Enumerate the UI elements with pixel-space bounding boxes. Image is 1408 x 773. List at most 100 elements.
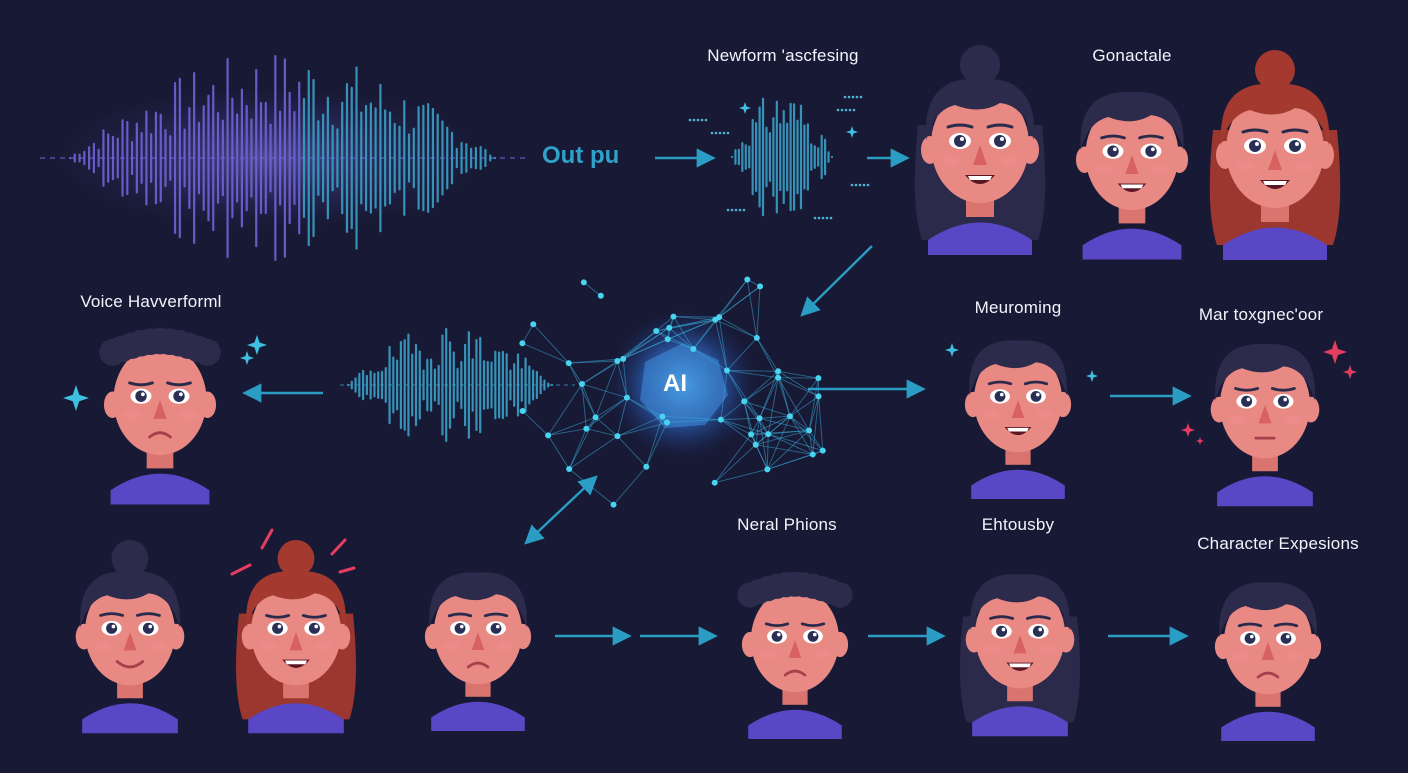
pupil bbox=[1289, 140, 1301, 152]
network-link bbox=[767, 454, 812, 469]
sparkle-star bbox=[63, 385, 89, 411]
network-node bbox=[519, 340, 525, 346]
data-dot bbox=[719, 132, 722, 135]
pupil bbox=[455, 623, 466, 634]
network-node bbox=[659, 413, 665, 419]
face-voice bbox=[99, 328, 221, 505]
data-dot bbox=[863, 184, 866, 187]
data-dot bbox=[856, 96, 859, 99]
eye-shine bbox=[777, 633, 781, 637]
teeth bbox=[968, 176, 992, 180]
teeth bbox=[1121, 184, 1144, 188]
blush-left bbox=[443, 642, 459, 651]
data-dot bbox=[845, 109, 848, 112]
pupil bbox=[143, 623, 154, 634]
network-node bbox=[757, 283, 763, 289]
pupil bbox=[1107, 146, 1118, 157]
hair-bun bbox=[112, 540, 149, 577]
blush-right bbox=[1039, 645, 1056, 654]
data-dot bbox=[723, 132, 726, 135]
eye-shine bbox=[1247, 398, 1251, 402]
eye-shine bbox=[1036, 393, 1040, 397]
alert-stroke bbox=[262, 530, 272, 548]
teeth bbox=[1263, 181, 1287, 185]
alert-stroke bbox=[340, 568, 354, 572]
eye-shine bbox=[496, 625, 500, 629]
neral-phions-label: Neral Phions bbox=[737, 515, 837, 535]
sparkle-star bbox=[1181, 423, 1195, 437]
sparkle-star bbox=[240, 351, 254, 365]
alert-stroke bbox=[232, 565, 250, 574]
data-dot bbox=[735, 209, 738, 212]
network-node bbox=[820, 448, 826, 454]
network-link bbox=[715, 469, 768, 482]
network-link bbox=[548, 384, 582, 435]
blush-left bbox=[1229, 415, 1246, 424]
blush-left bbox=[941, 156, 959, 166]
data-dot-fragments bbox=[689, 96, 870, 220]
eye-shine bbox=[460, 625, 464, 629]
network-link bbox=[809, 430, 823, 450]
data-dot bbox=[830, 217, 833, 220]
network-node bbox=[712, 480, 718, 486]
eye-shine bbox=[1000, 393, 1004, 397]
data-dot bbox=[689, 119, 692, 122]
network-node bbox=[670, 314, 676, 320]
network-node bbox=[666, 325, 672, 331]
network-node bbox=[598, 293, 604, 299]
network-node bbox=[775, 368, 781, 374]
network-node bbox=[593, 414, 599, 420]
network-link bbox=[790, 378, 818, 416]
network-node bbox=[806, 427, 812, 433]
data-dot bbox=[818, 217, 821, 220]
blush-right bbox=[1037, 410, 1053, 419]
data-dot bbox=[848, 96, 851, 99]
pupil bbox=[996, 626, 1007, 637]
network-node bbox=[643, 464, 649, 470]
eye-shine bbox=[1151, 147, 1155, 151]
blush-right bbox=[1001, 156, 1019, 166]
eye-shine bbox=[148, 625, 152, 629]
eye-shine bbox=[314, 625, 318, 629]
curl bbox=[194, 339, 221, 366]
eye-shine bbox=[179, 392, 183, 396]
mar-toxgnecoor-label: Mar toxgnec'oor bbox=[1199, 305, 1323, 325]
data-dot bbox=[849, 109, 852, 112]
network-node bbox=[718, 417, 724, 423]
data-dot bbox=[731, 209, 734, 212]
network-node bbox=[664, 420, 670, 426]
face-bottom-2 bbox=[236, 540, 356, 733]
eye-shine bbox=[278, 625, 282, 629]
pupil bbox=[1033, 626, 1044, 637]
network-node bbox=[581, 279, 587, 285]
data-dot bbox=[697, 119, 700, 122]
network-node bbox=[583, 426, 589, 432]
network-node bbox=[614, 433, 620, 439]
face-ehtousby bbox=[960, 574, 1080, 736]
network-node bbox=[744, 277, 750, 283]
pupil bbox=[954, 135, 966, 147]
pupil bbox=[808, 631, 819, 642]
network-node bbox=[757, 415, 763, 421]
pupil bbox=[1281, 633, 1292, 644]
network-link bbox=[757, 338, 778, 378]
eye-shine bbox=[1002, 628, 1006, 632]
network-link bbox=[569, 363, 596, 417]
network-node bbox=[653, 328, 659, 334]
network-node bbox=[775, 375, 781, 381]
data-dot bbox=[855, 184, 858, 187]
sparkle-star bbox=[247, 335, 267, 355]
processed-waveform bbox=[732, 99, 832, 215]
network-node bbox=[579, 381, 585, 387]
pupil bbox=[272, 623, 283, 634]
data-dot bbox=[837, 109, 840, 112]
network-node bbox=[690, 346, 696, 352]
network-link bbox=[768, 378, 778, 434]
shirt bbox=[111, 474, 210, 505]
pupil bbox=[309, 623, 320, 634]
pupil bbox=[1278, 396, 1289, 407]
eye-shine bbox=[1283, 398, 1287, 402]
ehtousby-label: Ehtousby bbox=[982, 515, 1054, 535]
blush-left bbox=[260, 642, 277, 651]
network-node bbox=[724, 367, 730, 373]
